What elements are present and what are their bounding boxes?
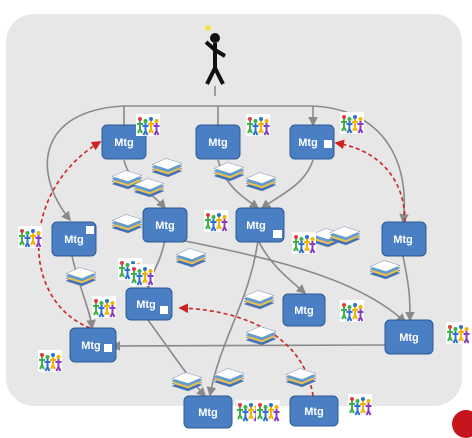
document-stack-icon	[65, 267, 97, 287]
document-stack-icon	[171, 372, 203, 392]
document-stacks	[65, 158, 401, 392]
document-stack-icon	[329, 226, 361, 246]
mtg-label: Mtg	[304, 406, 324, 418]
document-stack-icon	[111, 214, 143, 234]
mtg-box-lower-right: Mtg	[384, 319, 434, 355]
mtg-label: Mtg	[81, 340, 101, 352]
mtg-label: Mtg	[198, 407, 218, 419]
connector	[312, 105, 409, 224]
mtg-label: Mtg	[64, 234, 84, 246]
corner-mark	[452, 410, 472, 438]
document-stack-icon	[175, 248, 207, 268]
people-group-icon	[38, 350, 62, 372]
mtg-box-top-left: Mtg	[101, 124, 147, 160]
connector	[206, 239, 259, 397]
mtg-label: Mtg	[298, 137, 318, 149]
mtg-label: Mtg	[155, 220, 175, 232]
document-stack-icon	[213, 162, 245, 182]
connector	[179, 239, 407, 324]
connector	[71, 255, 96, 330]
flow-connectors	[46, 86, 415, 398]
mtg-box-mid-left: Mtg	[51, 221, 97, 257]
mtg-box-bottom-left: Mtg	[183, 395, 233, 429]
mtg-box-mid-right: Mtg	[381, 221, 427, 257]
document-stack-icon	[213, 368, 245, 388]
mtg-box-mid-a: Mtg	[142, 207, 188, 243]
people-group-icon	[136, 114, 160, 136]
document-stack-icon	[133, 178, 165, 198]
people-group-icon	[340, 300, 364, 322]
person-with-lightbulb-icon	[204, 25, 227, 85]
connector	[123, 86, 313, 125]
connector	[257, 239, 307, 295]
mtg-label: Mtg	[246, 220, 266, 232]
mtg-label: Mtg	[399, 332, 419, 344]
mtg-box-lower-left: Mtg	[69, 327, 117, 363]
feedback-connector	[334, 139, 406, 223]
document-stack-icon	[285, 368, 317, 388]
mtg-label: Mtg	[136, 299, 156, 311]
mtg-box-center-right: Mtg	[282, 293, 326, 327]
mtg-box-bottom-right: Mtg	[289, 395, 339, 427]
mtg-box-top-right: Mtg	[289, 124, 335, 160]
mtg-label: Mtg	[294, 305, 314, 317]
document-stack-icon	[111, 170, 143, 190]
people-group-icon	[256, 400, 280, 422]
people-group-icon	[204, 210, 228, 232]
document-stack-icon	[369, 260, 401, 280]
people-groups	[18, 112, 470, 422]
people-group-icon	[292, 232, 316, 254]
mtg-label: Mtg	[393, 234, 413, 246]
people-group-icon	[246, 114, 270, 136]
people-group-icon	[446, 322, 470, 344]
people-group-icon	[340, 112, 364, 134]
mtg-label: Mtg	[208, 137, 228, 149]
people-group-icon	[348, 394, 372, 416]
people-group-icon	[92, 296, 116, 318]
document-stack-icon	[245, 326, 277, 346]
connector	[402, 255, 415, 322]
document-stack-icon	[243, 290, 275, 310]
people-group-icon	[18, 226, 42, 248]
mtg-box-center: Mtg	[125, 287, 173, 321]
connector	[147, 319, 207, 398]
mtg-box-mid-b: Mtg	[235, 207, 285, 243]
people-group-icon	[130, 264, 154, 286]
document-stack-icon	[151, 158, 183, 178]
connector	[260, 159, 314, 209]
document-stack-icon	[245, 172, 277, 192]
mtg-label: Mtg	[114, 137, 134, 149]
connector	[110, 341, 386, 351]
connector	[46, 105, 125, 222]
mtg-box-top-center: Mtg	[195, 124, 241, 160]
